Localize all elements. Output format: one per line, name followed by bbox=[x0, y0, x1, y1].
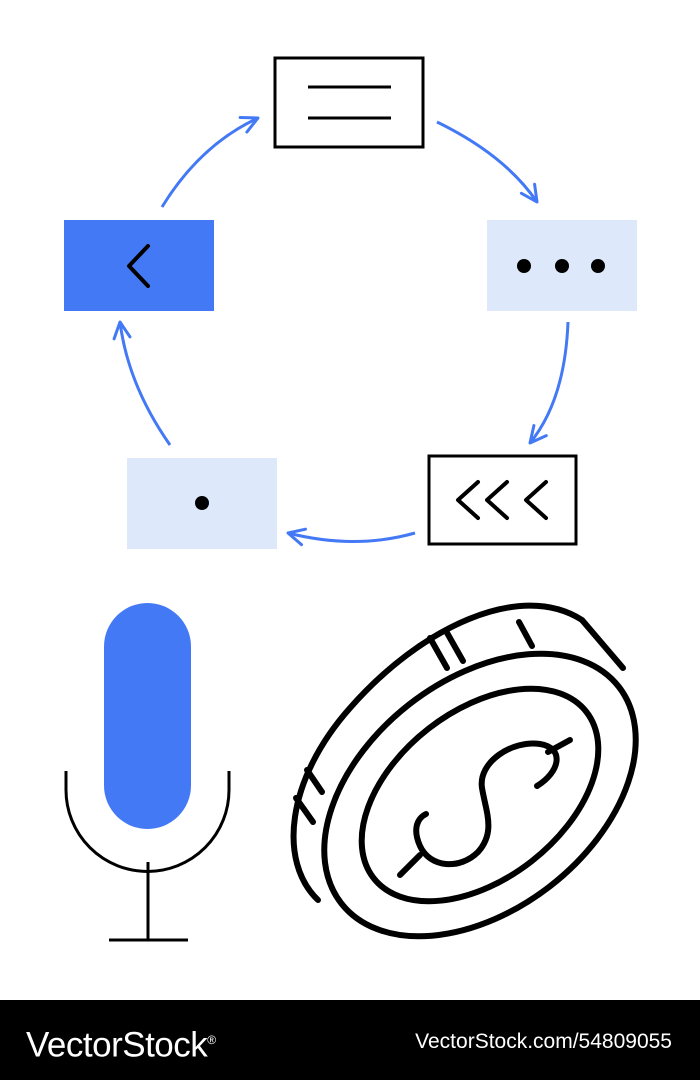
microphone-icon bbox=[64, 603, 231, 942]
dollar-coin-icon bbox=[290, 602, 639, 940]
cycle-arrow-dot-to-back bbox=[112, 320, 172, 446]
triple-chevron-left-icon bbox=[456, 480, 548, 520]
chevrons-card bbox=[427, 454, 578, 546]
cycle-arrow-chevrons-to-dot bbox=[286, 527, 416, 547]
more-dots-icon bbox=[517, 259, 605, 273]
dollar-sign-icon bbox=[397, 737, 573, 878]
brand-text: VectorStock bbox=[26, 1025, 208, 1065]
cycle-arrow-back-to-text bbox=[160, 116, 260, 208]
text-lines-icon bbox=[308, 85, 391, 120]
vectorstock-brand[interactable]: VectorStock® bbox=[26, 1018, 216, 1068]
footer-bar: VectorStock® VectorStock.com/54809055 bbox=[0, 1000, 700, 1080]
dot-icon bbox=[195, 496, 209, 510]
illustration-canvas bbox=[64, 56, 639, 942]
back-card bbox=[64, 220, 214, 311]
text-card bbox=[273, 56, 425, 149]
single-dot-card bbox=[127, 458, 277, 549]
stock-id-link[interactable]: VectorStock.com/54809055 bbox=[415, 1030, 672, 1053]
chevron-left-icon bbox=[127, 244, 150, 288]
registered-mark: ® bbox=[207, 1033, 216, 1047]
cycle-arrow-text-to-dots bbox=[436, 120, 539, 204]
dots-card bbox=[487, 220, 637, 311]
cycle-arrow-dots-to-chevrons bbox=[528, 321, 570, 445]
cycle-diagram bbox=[64, 56, 637, 549]
